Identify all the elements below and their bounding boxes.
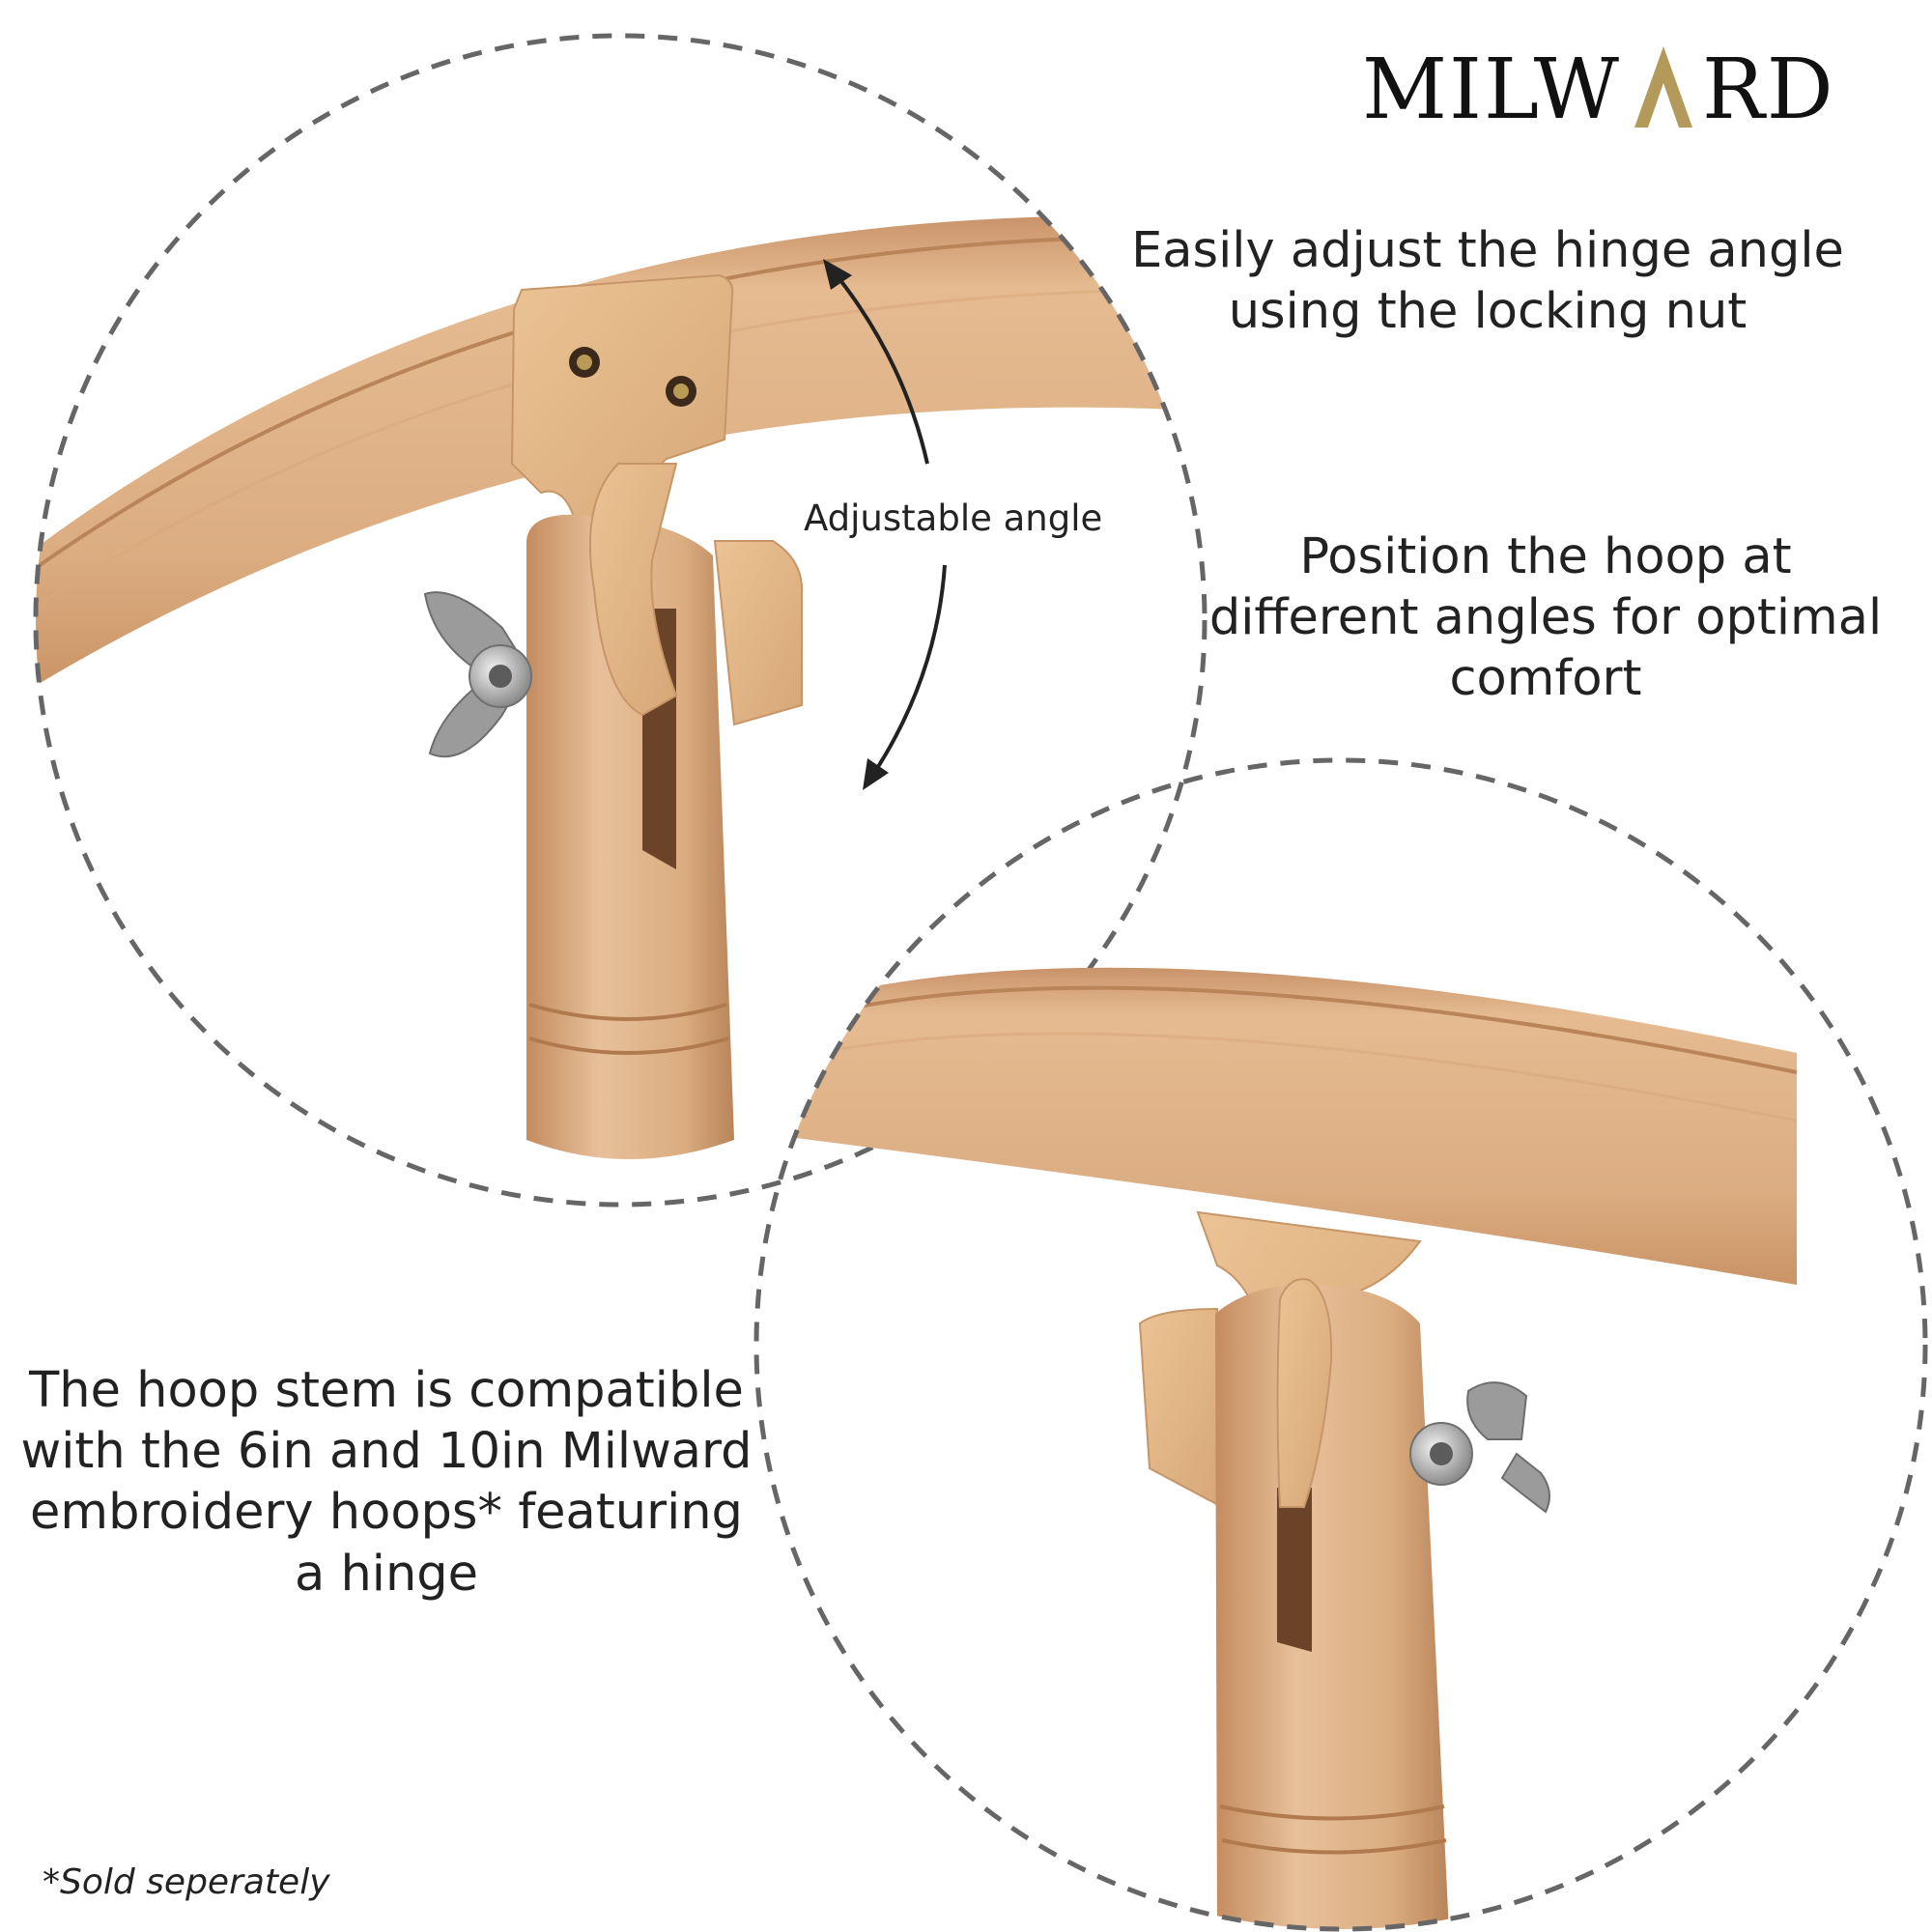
caption-hinge-adjust: Easily adjust the hinge angle using the … <box>1131 222 1844 341</box>
wing-nut-icon <box>423 591 532 758</box>
double-arrow-icon <box>823 259 947 790</box>
footnote-sold-separately: *Sold seperately <box>43 1862 330 1902</box>
hoop-ring-bottom <box>756 967 1797 1285</box>
logo-gold-chevron <box>1634 46 1692 128</box>
bottom-dashed-circle <box>753 757 1928 1932</box>
caption-position-angles: Position the hoop at different angles fo… <box>1208 528 1883 708</box>
top-dashed-circle <box>33 33 1208 1208</box>
side-block-bottom <box>1138 1307 1224 1509</box>
bottom-photo <box>756 967 1798 1929</box>
side-block-top <box>713 540 804 726</box>
svg-text:MILW: MILW <box>1362 42 1621 138</box>
stem-bottom <box>1215 1284 1449 1929</box>
milward-logo: MILW RD <box>1362 42 1835 138</box>
stem-top <box>526 514 734 1159</box>
wing-nut-icon-bottom <box>1409 1381 1550 1514</box>
top-photo <box>36 215 1199 1159</box>
caption-compatibility: The hoop stem is compatible with the 6in… <box>20 1362 753 1603</box>
svg-text:RD: RD <box>1702 42 1835 138</box>
adjustable-angle-label: Adjustable angle <box>804 497 1103 539</box>
